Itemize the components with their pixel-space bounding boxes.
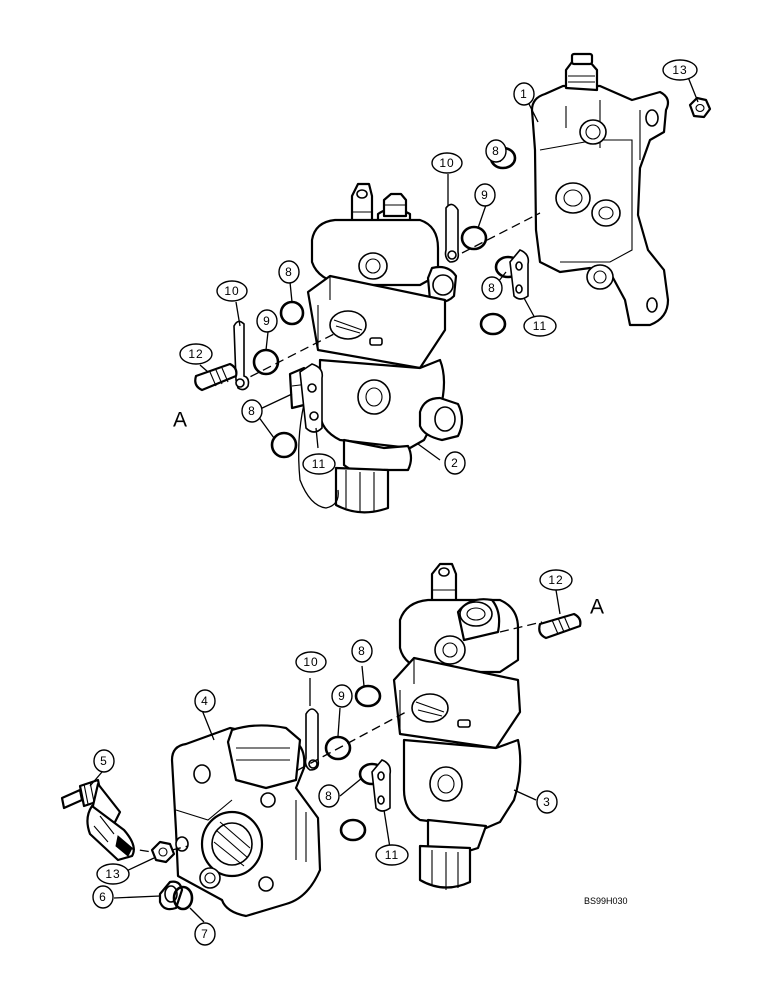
- callout-9-top-left: 9: [256, 309, 278, 333]
- part-3-valve-section: [392, 562, 522, 890]
- svg-text:11: 11: [533, 319, 547, 333]
- svg-text:9: 9: [338, 689, 346, 703]
- svg-text:11: 11: [312, 457, 326, 471]
- svg-text:A: A: [590, 596, 604, 619]
- svg-text:11: 11: [385, 848, 399, 862]
- svg-text:13: 13: [672, 63, 687, 77]
- part-11-plate: [299, 363, 324, 433]
- callout-11-bottom: 11: [375, 844, 409, 866]
- svg-text:4: 4: [201, 694, 209, 708]
- svg-text:9: 9: [481, 188, 489, 202]
- svg-text:12: 12: [188, 347, 203, 361]
- callout-11-top-left: 11: [302, 453, 336, 475]
- part-8-o-ring: [354, 684, 382, 708]
- part-12-pin: [194, 362, 238, 392]
- seal-group-top-right: [444, 146, 530, 336]
- seal-group-top-left: [194, 300, 324, 459]
- svg-text:10: 10: [303, 655, 318, 669]
- callout-8-top-right-2: 8: [481, 276, 503, 300]
- part-1-end-cover: [530, 52, 670, 327]
- part-6-plug: [158, 880, 184, 911]
- callout-8-bottom-1: 8: [351, 639, 373, 663]
- part-8-o-ring: [479, 312, 507, 336]
- svg-text:13: 13: [105, 867, 120, 881]
- callout-6: 6: [92, 885, 114, 909]
- callout-13-top: 13: [662, 59, 698, 81]
- svg-text:5: 5: [100, 754, 108, 768]
- callout-5: 5: [93, 749, 115, 773]
- svg-text:1: 1: [520, 87, 528, 101]
- svg-text:7: 7: [201, 927, 209, 941]
- callout-11-top-right: 11: [523, 315, 557, 337]
- part-2-valve-section: [288, 182, 464, 514]
- svg-text:8: 8: [358, 644, 366, 658]
- view-label-a-bottom: A: [590, 596, 604, 619]
- callout-8-bottom-2: 8: [318, 784, 340, 808]
- callout-8-top-left-2: 8: [241, 399, 263, 423]
- callout-1: 1: [513, 82, 535, 106]
- callout-9-top-right: 9: [474, 183, 496, 207]
- part-12-pin-bottom: [538, 612, 582, 640]
- part-13-nut-top: [688, 96, 712, 119]
- callout-8-top-right-1: 8: [485, 139, 507, 163]
- callout-10-top-right: 10: [431, 152, 463, 174]
- callout-10-bottom: 10: [295, 651, 327, 673]
- part-8-o-ring: [339, 818, 367, 842]
- part-8-o-ring: [279, 300, 305, 326]
- view-label-a-top: A: [173, 409, 187, 432]
- part-8-o-ring: [270, 431, 298, 459]
- callout-12-bottom: 12: [539, 569, 573, 591]
- callout-3: 3: [536, 790, 558, 814]
- callout-8-top-left-1: 8: [278, 260, 300, 284]
- svg-text:8: 8: [248, 404, 256, 418]
- part-13-nut-bottom: [150, 840, 176, 864]
- part-9-o-ring: [252, 348, 280, 376]
- svg-text:9: 9: [263, 314, 271, 328]
- svg-text:2: 2: [451, 456, 459, 470]
- part-7-o-ring: [172, 885, 194, 911]
- part-10-shim: [444, 203, 460, 263]
- svg-text:10: 10: [224, 284, 239, 298]
- part-11-plate: [509, 249, 530, 300]
- svg-text:8: 8: [285, 265, 293, 279]
- svg-text:8: 8: [488, 281, 496, 295]
- callout-9-bottom: 9: [331, 684, 353, 708]
- drawing-code: BS99H030: [584, 896, 628, 906]
- callout-7: 7: [194, 922, 216, 946]
- part-9-o-ring: [460, 225, 488, 251]
- callout-2: 2: [444, 451, 466, 475]
- callout-13-bottom: 13: [96, 863, 130, 885]
- callout-4: 4: [194, 689, 216, 713]
- svg-text:A: A: [173, 409, 187, 432]
- part-4-inlet-cover: [170, 724, 322, 918]
- part-11-plate: [371, 759, 392, 812]
- svg-text:8: 8: [492, 144, 500, 158]
- part-9-o-ring: [324, 735, 352, 761]
- seal-group-bottom: [304, 684, 392, 842]
- part-10-shim: [304, 708, 320, 771]
- svg-text:10: 10: [439, 156, 454, 170]
- part-5-relief-cartridge: [60, 778, 135, 862]
- svg-text:12: 12: [548, 573, 563, 587]
- svg-text:6: 6: [99, 890, 107, 904]
- svg-text:3: 3: [543, 795, 551, 809]
- svg-text:8: 8: [325, 789, 333, 803]
- callout-12-top: 12: [179, 343, 213, 365]
- callout-10-top-left: 10: [216, 280, 248, 302]
